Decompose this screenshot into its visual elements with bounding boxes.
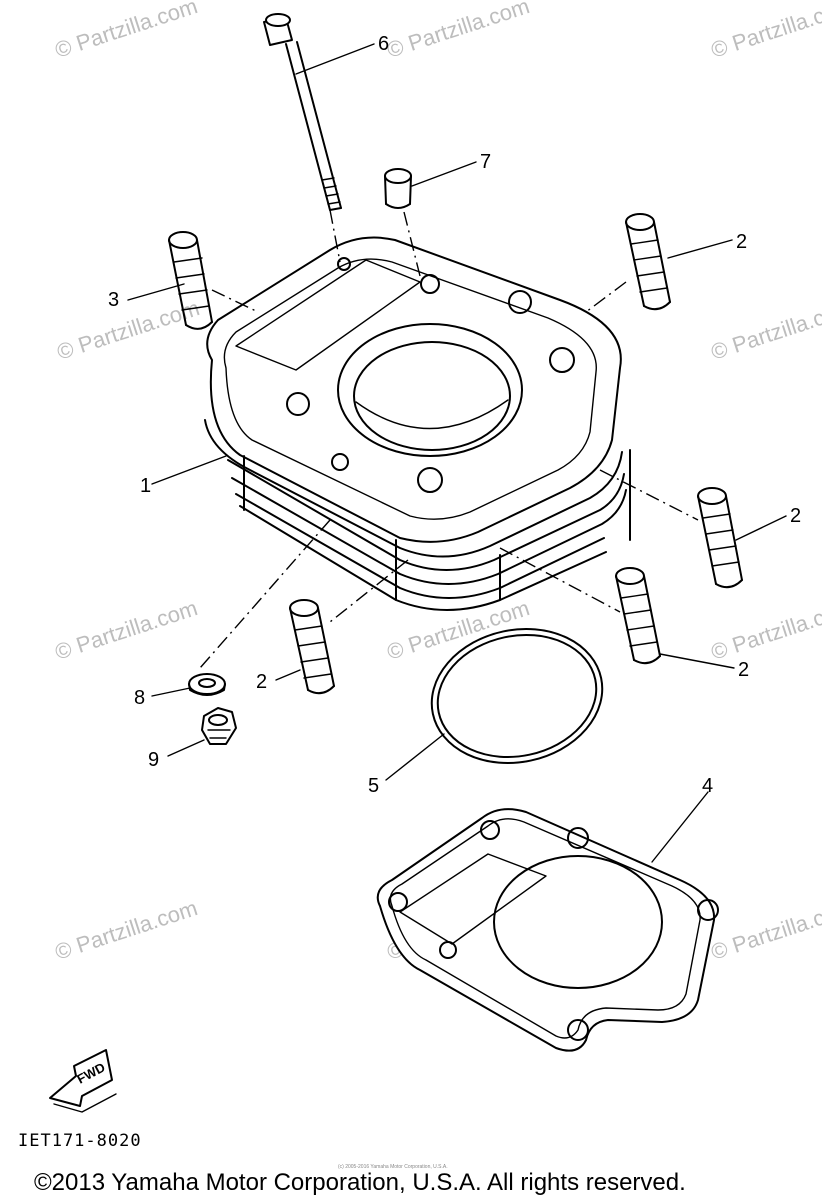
watermark: © Partzilla.com [708,0,822,63]
fwd-arrow-icon: FWD [49,1049,117,1113]
callout-2: 2 [736,231,747,253]
dowel-pin-part-2-b[interactable] [697,487,743,589]
callout-7: 7 [480,151,491,173]
watermark: © Partzilla.com [708,295,822,365]
alignment-lines [199,209,699,669]
callout-5: 5 [368,775,379,797]
dowel-pin-part-3[interactable] [168,231,213,330]
watermark: © Partzilla.com [708,595,822,665]
callout-1: 1 [140,475,151,497]
watermark: © Partzilla.com [52,895,201,965]
dowel-part-7[interactable] [384,168,412,209]
gasket-part-4[interactable] [376,808,719,1052]
callouts: 6 7 3 2 1 2 2 2 8 9 5 4 [108,33,801,797]
dowel-pin-part-2-c[interactable] [615,567,661,665]
watermark: © Partzilla.com [54,295,203,365]
nut-part-9[interactable] [201,707,237,745]
callout-4: 4 [702,775,713,797]
watermark: © Partzilla.com [52,0,201,63]
callout-3: 3 [108,289,119,311]
callout-9: 9 [148,749,159,771]
callout-2: 2 [738,659,749,681]
small-notice: (c) 2005-2016 Yamaha Motor Corporation, … [338,1164,448,1170]
leader-lines [127,43,787,863]
callout-2: 2 [790,505,801,527]
watermark: © Partzilla.com [384,0,533,63]
callout-8: 8 [134,687,145,709]
callout-6: 6 [378,33,389,55]
dowel-pin-part-2-d[interactable] [289,599,335,695]
washer-part-8[interactable] [188,673,226,696]
watermark: © Partzilla.com [52,595,201,665]
cylinder-part-1[interactable] [204,236,631,611]
diagram-code: IET171-8020 [18,1131,142,1151]
dowel-pin-part-2-a[interactable] [625,213,671,311]
watermark: © Partzilla.com [708,895,822,965]
o-ring-part-5[interactable] [419,614,615,779]
callout-2: 2 [256,671,267,693]
copyright-text: ©2013 Yamaha Motor Corporation, U.S.A. A… [34,1169,686,1196]
stud-bolt-part-6[interactable] [263,13,342,211]
